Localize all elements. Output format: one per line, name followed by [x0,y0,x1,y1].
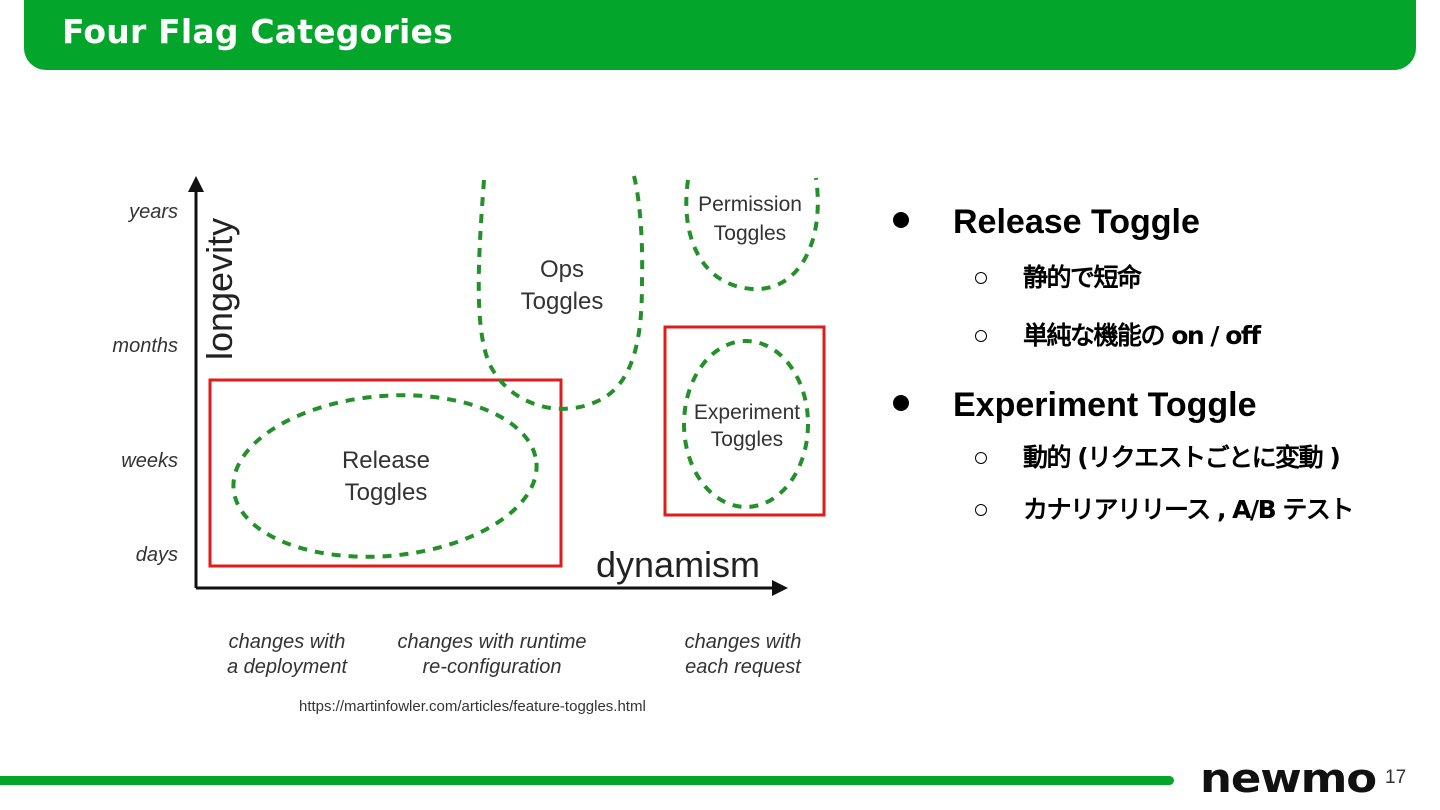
x-axis-title: dynamism [596,544,760,585]
permission-label-line2: Toggles [714,222,786,245]
x-tick-request-line2: each request [685,656,802,678]
bullet-dot-icon [893,395,909,411]
x-axis-arrow [772,580,788,596]
y-tick-years: years [127,201,178,223]
sub-bullet-text: カナリアリリース , A/B テスト [1023,495,1354,524]
bullet-dot-icon [893,212,909,228]
x-tick-deployment-line1: changes with [229,631,346,653]
sub-bullet: 静的で短命 [893,258,1413,316]
sub-bullet: 単純な機能の on / off [893,316,1413,374]
bullet-title: Experiment Toggle [953,386,1257,424]
release-label-line1: Release [342,447,430,474]
bullet-circle-icon [975,504,987,516]
sub-bullet-text: 静的で短命 [1023,263,1142,292]
y-tick-months: months [112,335,178,357]
y-tick-weeks: weeks [121,450,178,472]
ops-label-line1: Ops [540,256,584,283]
ops-label-line2: Toggles [521,288,604,315]
x-tick-deployment-line2: a deployment [227,656,349,678]
permission-label-line1: Permission [698,193,802,216]
experiment-label-line2: Toggles [711,428,783,451]
bullet-experiment-toggle: Experiment Toggle [893,383,1413,433]
bullet-list: Release Toggle 静的で短命 単純な機能の on / off Exp… [893,200,1413,548]
bullet-circle-icon [975,452,987,464]
page-number: 17 [1385,767,1407,788]
bullet-circle-icon [975,272,987,284]
x-tick-runtime-line1: changes with runtime [398,631,587,653]
x-tick-request-line1: changes with [685,631,802,653]
experiment-region-outline [682,339,810,509]
title-bar: Four Flag Categories [24,0,1416,70]
release-region-outline [231,393,539,559]
y-tick-days: days [136,544,178,566]
slide-title: Four Flag Categories [62,12,453,51]
experiment-highlight-box [663,325,826,517]
sub-bullet: カナリアリリース , A/B テスト [893,490,1413,548]
newmo-logo: newmo [1200,760,1377,800]
bullet-title: Release Toggle [953,203,1200,241]
x-tick-runtime-line2: re-configuration [423,656,562,678]
source-link[interactable]: https://martinfowler.com/articles/featur… [299,698,646,715]
release-highlight-box [208,378,563,568]
sub-bullet: 動的 (リクエストごとに変動 ) [893,438,1413,490]
newmo-logo-text: newmo [1200,760,1376,800]
y-axis-title: longevity [199,218,240,360]
footer-accent-line [0,776,1174,785]
experiment-label-line1: Experiment [694,401,800,424]
y-axis-arrow [188,176,204,192]
bullet-release-toggle: Release Toggle [893,200,1413,250]
sub-bullet-text: 動的 (リクエストごとに変動 ) [1023,443,1341,472]
permission-region-outline [684,177,820,292]
ops-region-outline [476,175,645,411]
bullet-circle-icon [975,330,987,342]
sub-bullet-text: 単純な機能の on / off [1023,321,1261,350]
release-label-line2: Toggles [345,479,428,506]
